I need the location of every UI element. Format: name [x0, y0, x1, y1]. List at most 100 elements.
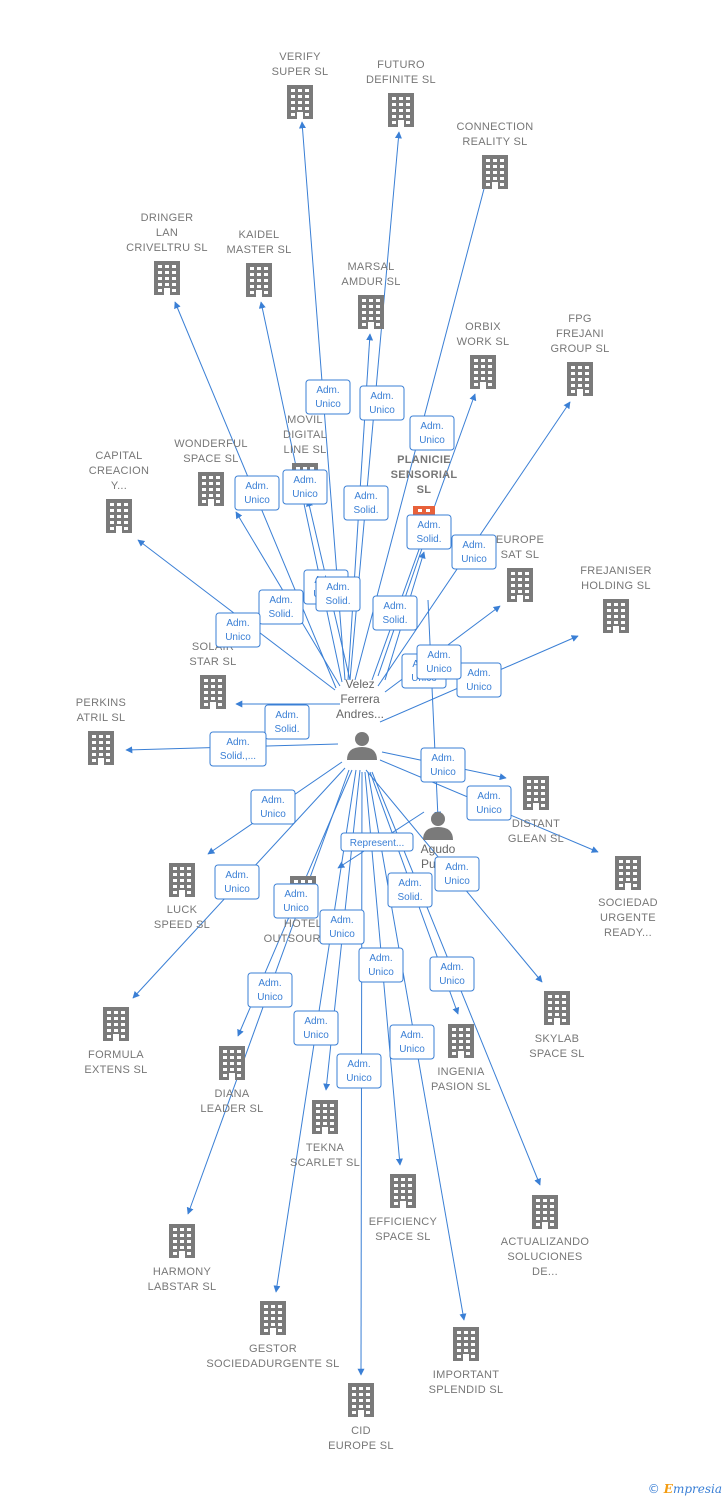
company-label-line: FREJANI: [556, 328, 604, 340]
relation-badge-10[interactable]: Adm.Unico: [456, 662, 502, 698]
company-label-line: LINE SL: [283, 444, 326, 456]
relation-badge-8[interactable]: Adm.Solid.: [258, 589, 304, 625]
badge-text-line: Adm.: [398, 878, 421, 889]
company-label-line: MASTER SL: [226, 244, 291, 256]
relation-badge-23[interactable]: Adm.Unico: [319, 909, 365, 945]
company-label-line: GESTOR: [249, 1343, 297, 1355]
relation-badge-32[interactable]: Adm.Unico: [416, 644, 462, 680]
relation-badge-30[interactable]: Adm.Unico: [336, 1053, 382, 1089]
relation-badge-12[interactable]: Adm.Solid.: [264, 704, 310, 740]
relation-badge-17[interactable]: Adm.Unico: [420, 747, 466, 783]
company-node-futuro[interactable]: FUTURO DEFINITE SL: [366, 59, 436, 127]
relation-badge-14[interactable]: Adm.Unico: [215, 612, 261, 648]
relation-badge-20[interactable]: Represent...: [340, 832, 414, 852]
badge-text-line: Adm.: [269, 595, 292, 606]
badge-text-line: Adm.: [261, 795, 284, 806]
relation-badge-15[interactable]: Adm.Solid.: [406, 514, 452, 550]
badge-text-line: Unico: [244, 495, 270, 506]
relation-badge-29[interactable]: Adm.Unico: [247, 972, 293, 1008]
relation-badge-22[interactable]: Adm.Unico: [273, 883, 319, 919]
badge-text-line: Unico: [368, 967, 394, 978]
relation-badge-5[interactable]: Adm.Solid.: [343, 485, 389, 521]
relation-badge-25[interactable]: Adm.Solid.: [387, 872, 433, 908]
company-node-wonderful[interactable]: WONDERFUL SPACE SL: [174, 438, 248, 506]
relation-badge-6[interactable]: Adm.Unico: [451, 534, 497, 570]
company-label-line: SPACE SL: [183, 453, 238, 465]
person-icon: [347, 732, 377, 760]
company-label-line: FPG: [568, 313, 592, 325]
company-label-line: WONDERFUL: [174, 438, 248, 450]
company-label-line: HOTEL: [284, 918, 322, 930]
building-icon: [246, 263, 272, 297]
company-label-line: ACTUALIZANDO: [501, 1236, 590, 1248]
badge-text-line: Adm.: [431, 753, 454, 764]
relation-badge-2[interactable]: Adm.Unico: [409, 415, 455, 451]
relation-badge-21[interactable]: Adm.Unico: [214, 864, 260, 900]
person-node-velez[interactable]: VelezFerreraAndres...: [336, 677, 384, 760]
relation-badge-1[interactable]: Adm.Unico: [359, 385, 405, 421]
relation-badge-31[interactable]: Adm.Unico: [389, 1024, 435, 1060]
relation-badge-11[interactable]: Adm.Solid.: [372, 595, 418, 631]
company-label-line: EUROPE SL: [328, 1440, 394, 1452]
company-label-line: LUCK: [167, 904, 198, 916]
relation-badge-13[interactable]: Adm.Solid.,...: [209, 731, 267, 767]
badge-text-line: Adm.: [477, 791, 500, 802]
company-label-line: IMPORTANT: [433, 1369, 499, 1381]
company-label-line: DEFINITE SL: [366, 74, 436, 86]
company-node-capital[interactable]: CAPITALCREACIONY...: [89, 450, 149, 533]
company-label-line: SPACE SL: [529, 1048, 584, 1060]
relation-badge-4[interactable]: Adm.Unico: [282, 469, 328, 505]
badges-layer: Adm.UnicoAdm.UnicoAdm.UnicoAdm.UnicoAdm.…: [209, 379, 512, 1089]
badge-text-line: Adm.: [427, 650, 450, 661]
relation-badge-19[interactable]: Adm. Unico: [250, 789, 296, 825]
company-node-actualizando[interactable]: ACTUALIZANDOSOLUCIONESDE...: [501, 1195, 590, 1278]
badge-text-line: Solid.: [416, 534, 441, 545]
company-node-sociedad[interactable]: SOCIEDADURGENTEREADY...: [598, 856, 658, 939]
badge-text-line: Unico: [292, 489, 318, 500]
empresia-watermark[interactable]: ©Empresia: [648, 1482, 722, 1496]
building-icon: [200, 675, 226, 709]
person-label-line: Agudo: [421, 842, 456, 856]
company-label-line: SAT SL: [501, 549, 540, 561]
company-label-line: MARSAL: [347, 261, 394, 273]
relation-badge-0[interactable]: Adm.Unico: [305, 379, 351, 415]
company-label-line: Y...: [111, 480, 127, 492]
relation-badge-27[interactable]: Adm.Unico: [429, 956, 475, 992]
badge-text-line: Unico: [225, 632, 251, 643]
company-label-line: ORBIX: [465, 321, 501, 333]
relation-badge-24[interactable]: Adm.Unico: [358, 947, 404, 983]
relation-badge-28[interactable]: Adm.Unico: [293, 1010, 339, 1046]
relation-badge-26[interactable]: Adm.Unico: [434, 856, 480, 892]
relation-badge-18[interactable]: Adm.Unico: [466, 785, 512, 821]
relation-badge-3[interactable]: Adm.Unico: [234, 475, 280, 511]
company-label-line: FORMULA: [88, 1049, 144, 1061]
company-label-line: FUTURO: [377, 59, 425, 71]
building-icon: [453, 1327, 479, 1361]
badge-text-line: Unico: [260, 809, 286, 820]
relation-badge-16[interactable]: Adm.Solid.: [315, 576, 361, 612]
